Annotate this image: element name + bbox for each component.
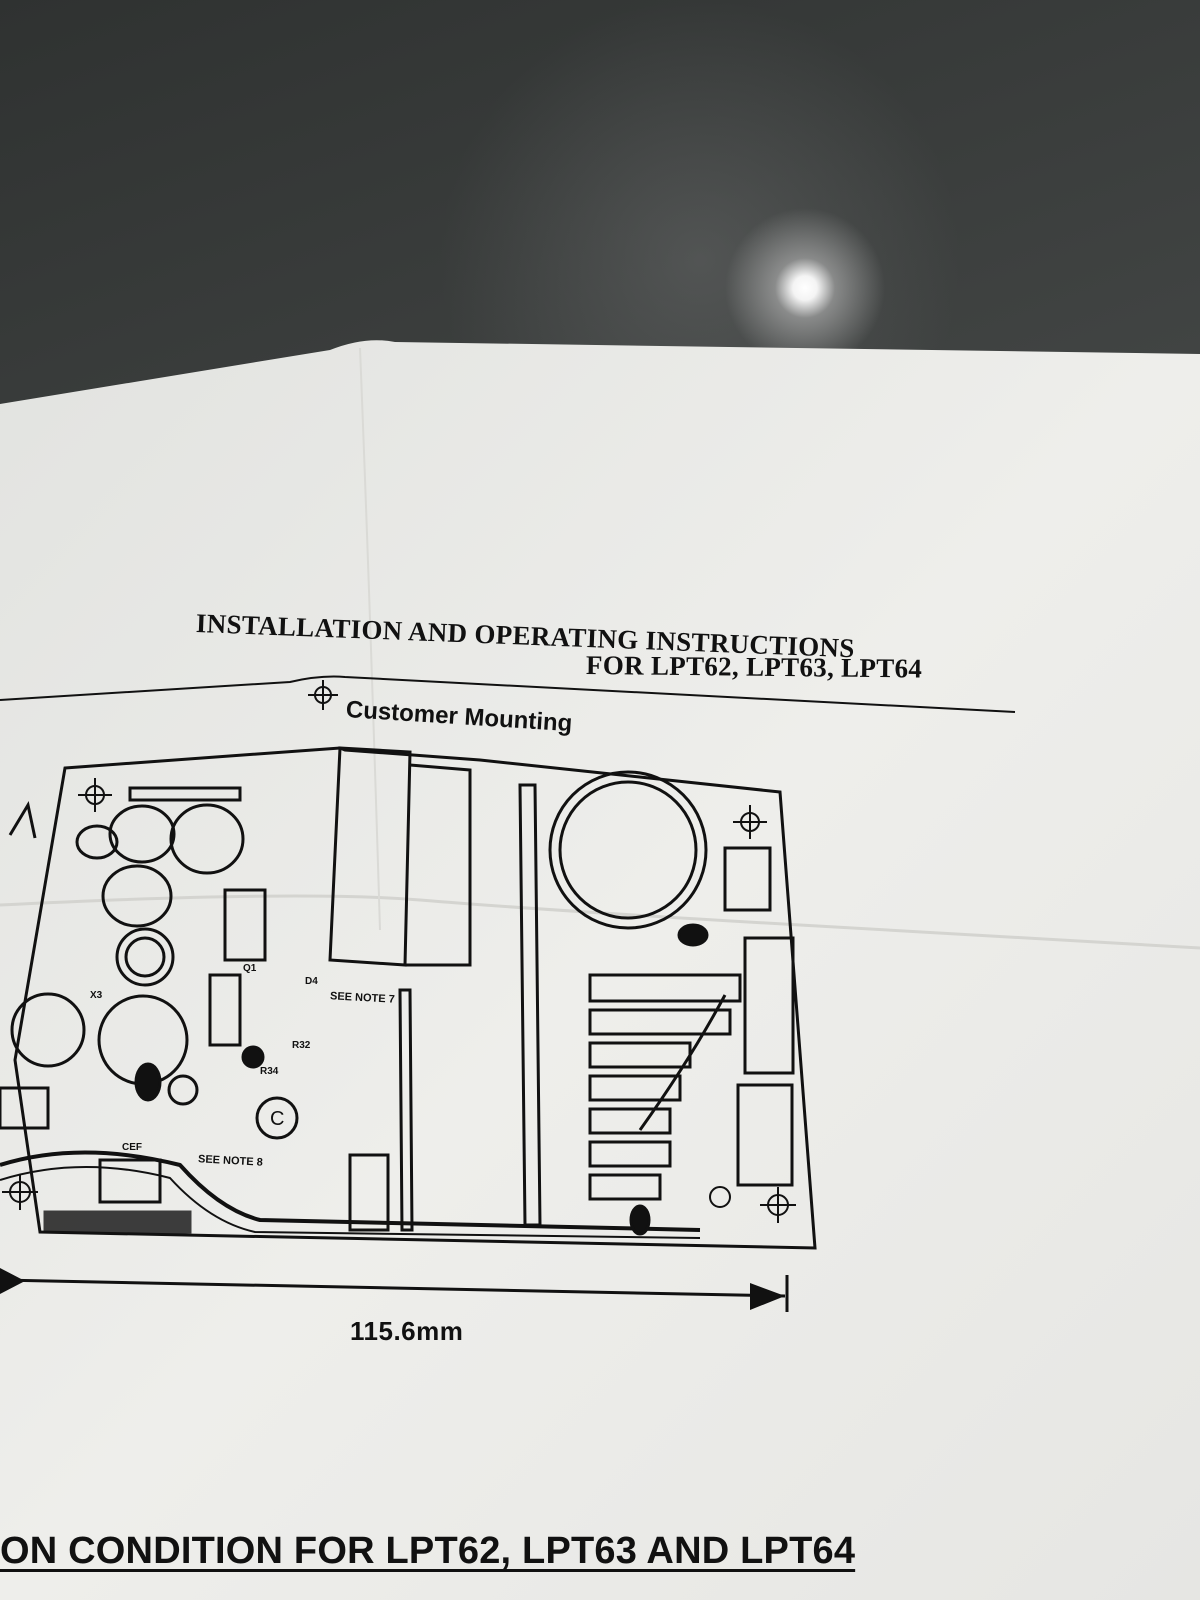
callout-r32: R32 [292,1040,311,1051]
callout-d4: D4 [305,976,318,987]
callout-q1: Q1 [243,963,257,974]
header-rule [0,675,1016,713]
callout-cef: CEF [122,1142,142,1153]
callout-point-c: C [270,1108,285,1130]
callout-x3: X3 [90,990,103,1001]
callout-r34: R34 [260,1066,279,1077]
section-heading: ON CONDITION FOR LPT62, LPT63 AND LPT64 [0,1530,856,1572]
double-arrow-icon [0,1268,789,1312]
dimension-label: 115.6mm [350,1316,464,1346]
crosshair-circle-icon [308,680,338,710]
pcb-layout-diagram [0,746,817,1250]
document-title-line2: FOR LPT62, LPT63, LPT64 [585,650,923,684]
